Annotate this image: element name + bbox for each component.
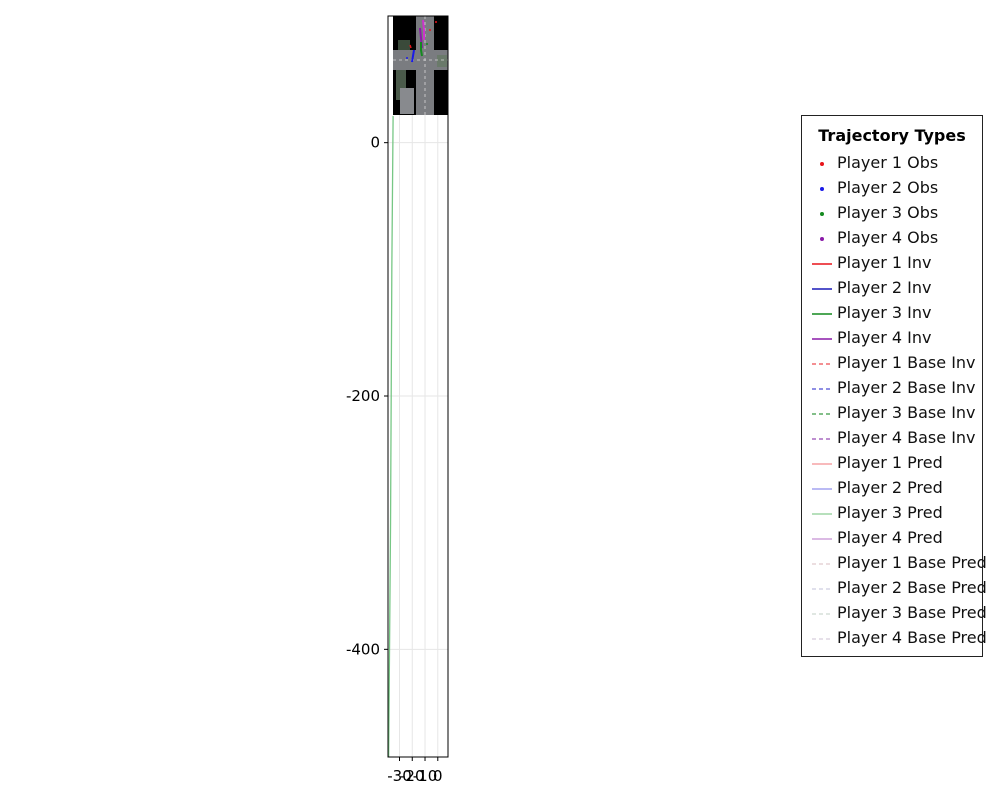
legend-label: Player 2 Pred <box>837 478 943 497</box>
legend-entry: Player 3 Base Pred <box>810 601 987 626</box>
legend-swatch <box>812 488 832 490</box>
legend-entry: Player 1 Base Inv <box>810 351 982 376</box>
legend-label: Player 4 Base Inv <box>837 428 976 447</box>
y-axis: 0 -200 -400 <box>346 134 388 658</box>
legend-label: Player 4 Obs <box>837 228 939 247</box>
x-axis: -30-20-100 <box>387 757 443 785</box>
legend-label: Player 1 Base Inv <box>837 353 976 372</box>
legend-swatch <box>812 363 832 365</box>
x-tick-label: -30 <box>387 767 412 785</box>
legend-entry: Player 3 Base Inv <box>810 401 982 426</box>
legend-label: Player 2 Base Pred <box>837 578 987 597</box>
legend-swatch <box>812 438 832 440</box>
legend-label: Player 1 Pred <box>837 453 943 472</box>
legend-swatch <box>812 463 832 465</box>
legend-entry: Player 2 Pred <box>810 476 982 501</box>
legend-entry: Player 2 Inv <box>810 276 982 301</box>
legend-swatch <box>812 413 832 415</box>
legend-swatch <box>812 338 832 340</box>
legend-label: Player 3 Inv <box>837 303 932 322</box>
legend-swatch <box>820 162 824 166</box>
legend-label: Player 1 Inv <box>837 253 932 272</box>
legend-label: Player 4 Base Pred <box>837 628 987 647</box>
legend-swatch <box>820 237 824 241</box>
map-trajectories <box>406 19 437 63</box>
legend-entry: Player 1 Inv <box>810 251 982 276</box>
legend-swatch <box>812 388 832 390</box>
plot-area <box>388 16 448 757</box>
y-tick-label: 0 <box>370 134 380 152</box>
y-tick-label: -400 <box>346 640 380 658</box>
grid <box>388 16 448 757</box>
legend-entry: Player 3 Pred <box>810 501 982 526</box>
legend-swatch <box>812 588 832 590</box>
legend-label: Player 3 Obs <box>837 203 939 222</box>
legend-label: Player 1 Obs <box>837 153 939 172</box>
legend-entry: Player 2 Base Pred <box>810 576 987 601</box>
legend-entry: Player 1 Base Pred <box>810 551 987 576</box>
legend-label: Player 2 Inv <box>837 278 932 297</box>
legend-entry: Player 4 Inv <box>810 326 982 351</box>
legend-label: Player 2 Obs <box>837 178 939 197</box>
legend-label: Player 3 Base Inv <box>837 403 976 422</box>
legend-swatch <box>812 313 832 315</box>
legend-title: Trajectory Types <box>818 126 966 145</box>
legend-swatch <box>812 538 832 540</box>
legend-label: Player 3 Pred <box>837 503 943 522</box>
legend-entry: Player 1 Obs <box>810 151 982 176</box>
x-tick-label: -20 <box>400 767 425 785</box>
legend-entry: Player 4 Base Inv <box>810 426 982 451</box>
legend-swatch <box>812 288 832 290</box>
legend-swatch <box>812 563 832 565</box>
plot-frame <box>387 15 449 758</box>
legend-label: Player 4 Pred <box>837 528 943 547</box>
legend-entry: Player 2 Obs <box>810 176 982 201</box>
legend-entry: Player 2 Base Inv <box>810 376 982 401</box>
legend-swatch <box>820 187 824 191</box>
legend-entry: Player 1 Pred <box>810 451 982 476</box>
legend-label: Player 2 Base Inv <box>837 378 976 397</box>
legend-entry: Player 3 Inv <box>810 301 982 326</box>
legend-entry: Player 4 Base Pred <box>810 626 987 651</box>
series-line <box>388 116 394 757</box>
legend-label: Player 3 Base Pred <box>837 603 987 622</box>
legend-swatch <box>812 613 832 615</box>
legend-swatch <box>812 263 832 265</box>
legend-swatch <box>820 212 824 216</box>
legend-label: Player 1 Base Pred <box>837 553 987 572</box>
x-tick-label: -10 <box>413 767 438 785</box>
legend-entry: Player 4 Obs <box>810 226 982 251</box>
intersection-map-image <box>393 16 448 115</box>
legend-entry: Player 3 Obs <box>810 201 982 226</box>
legend-swatch <box>812 638 832 640</box>
y-tick-label: -200 <box>346 387 380 405</box>
legend-entry: Player 4 Pred <box>810 526 982 551</box>
x-tick-label: 0 <box>433 767 443 785</box>
series-layer <box>388 116 394 757</box>
legend-label: Player 4 Inv <box>837 328 932 347</box>
legend-swatch <box>812 513 832 515</box>
